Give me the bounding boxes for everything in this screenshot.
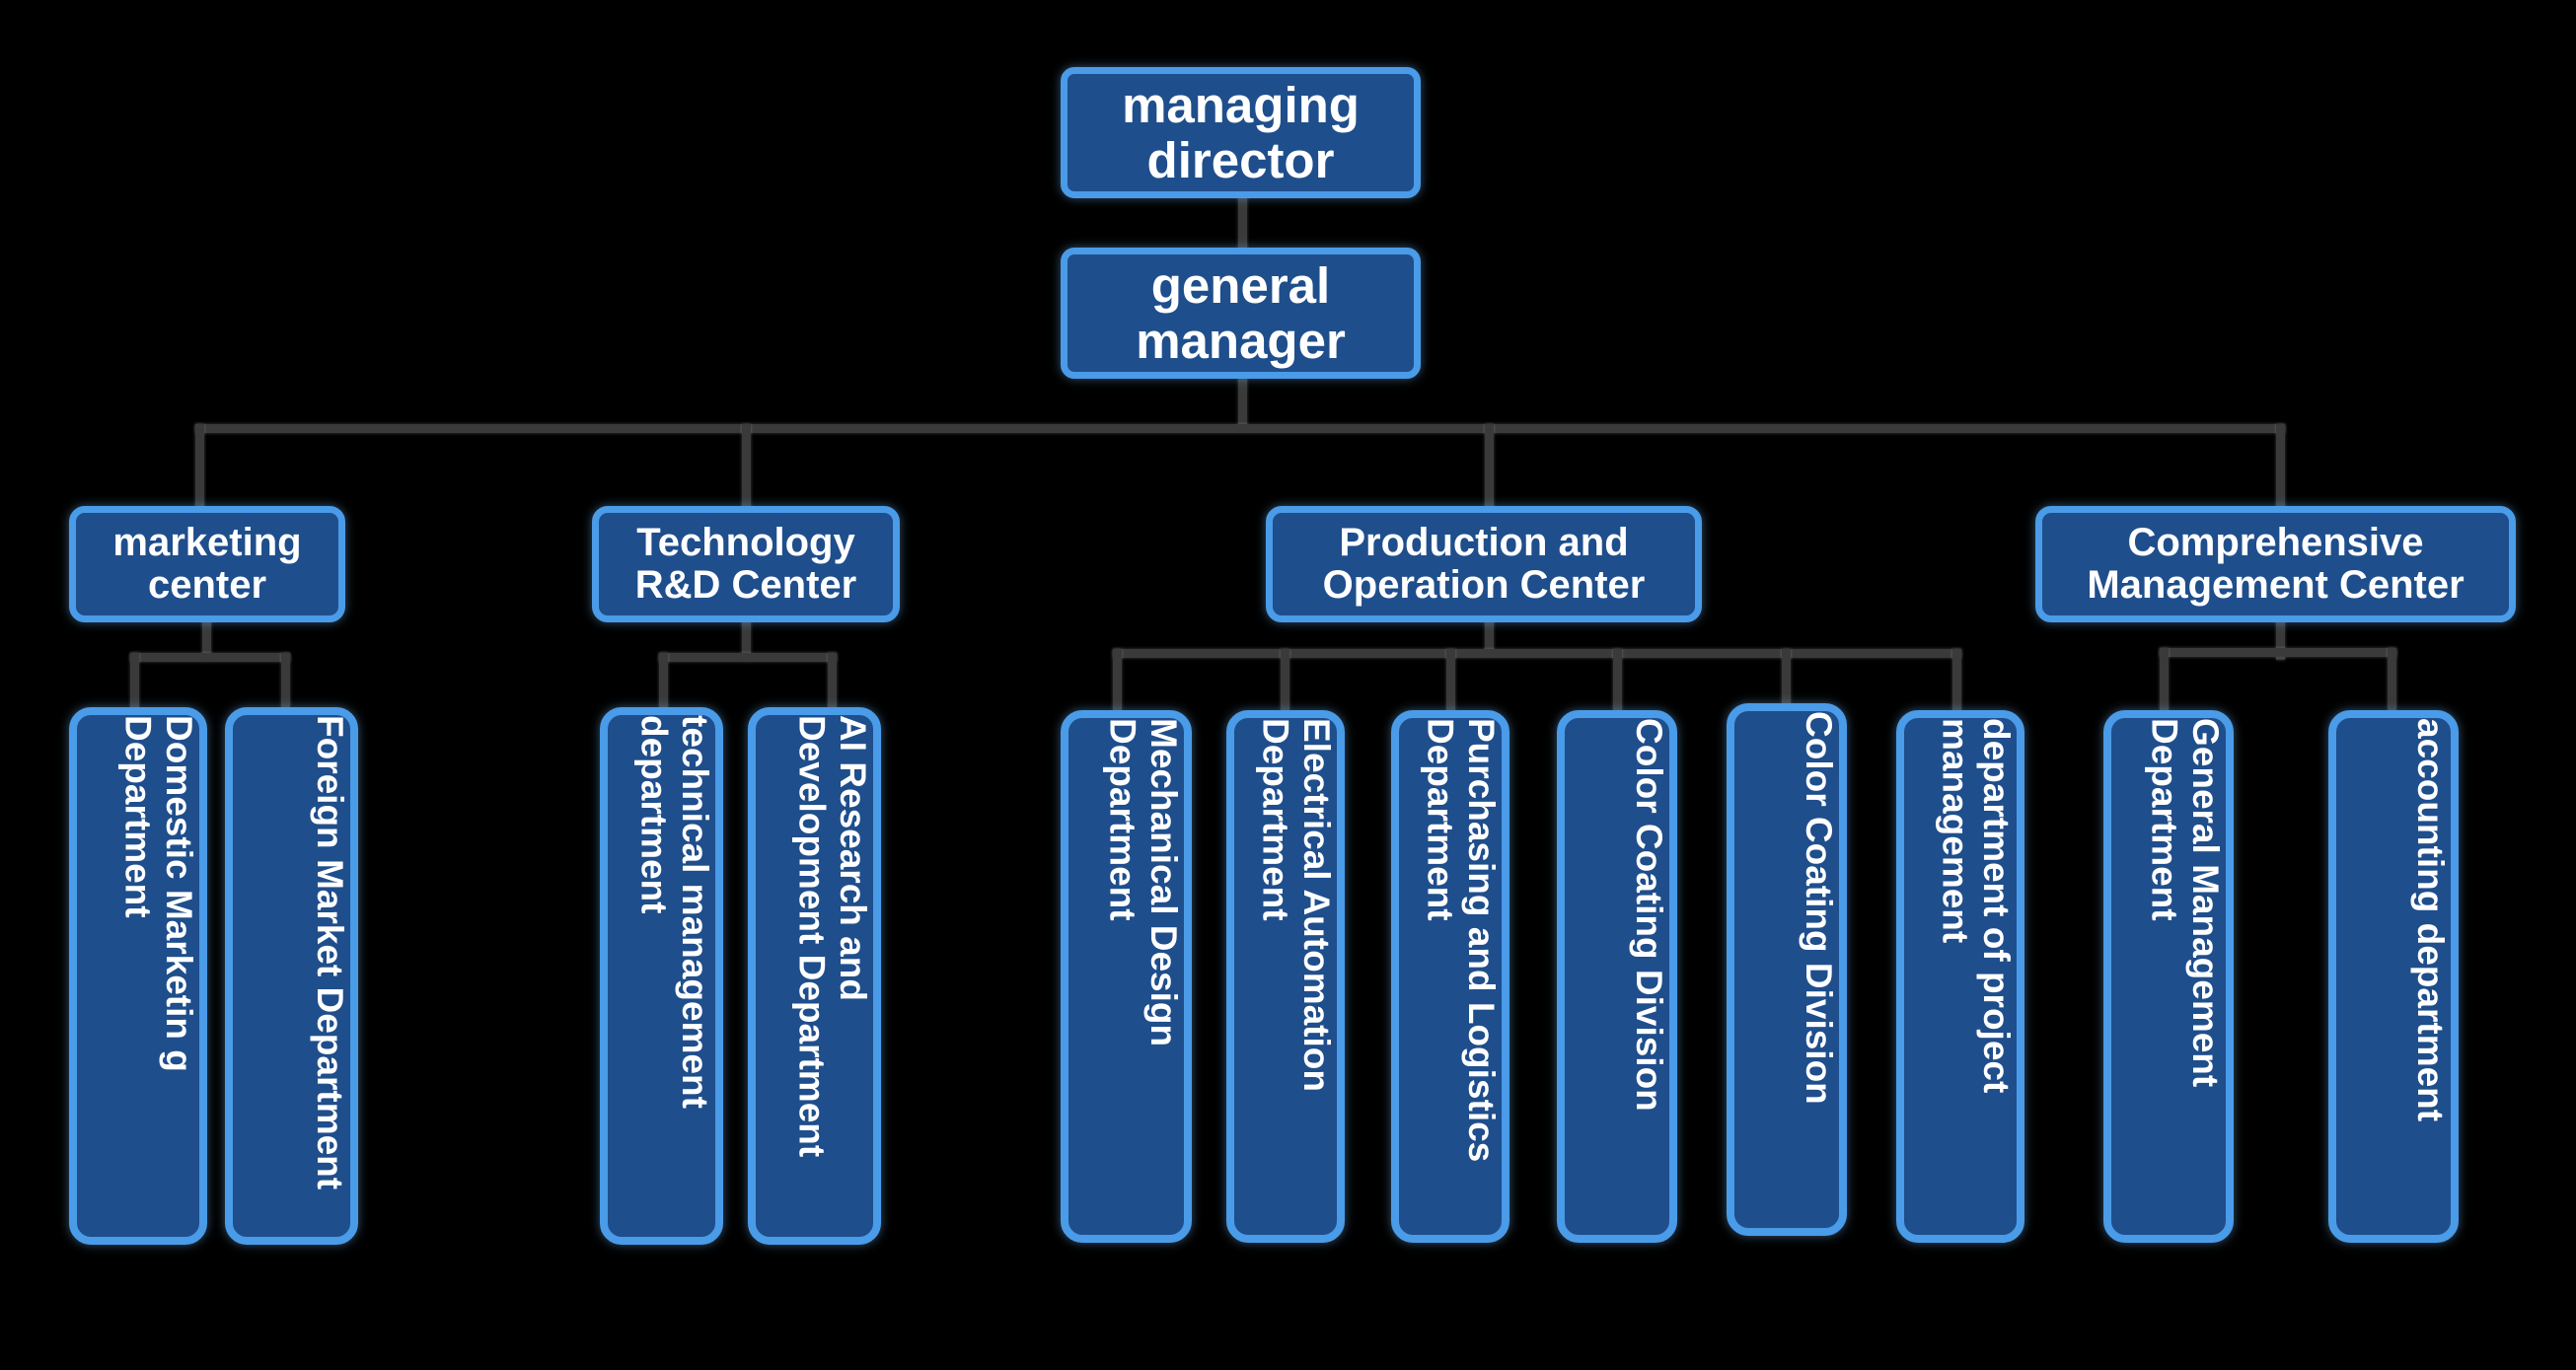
department-of-project-management-label: department of project management bbox=[1935, 718, 2017, 1094]
connector-bus-to-comprehensive bbox=[2276, 424, 2285, 512]
node-production-operation-center[interactable]: Production and Operation Center bbox=[1266, 506, 1702, 622]
mechanical-design-department-label: Mechanical Design Department bbox=[1102, 718, 1184, 1047]
node-foreign-market-department[interactable]: Foreign Market Department bbox=[225, 707, 358, 1245]
connector-production-bus bbox=[1113, 649, 1961, 658]
connector-production-to-mechanical bbox=[1113, 649, 1122, 710]
node-color-coating-division-1[interactable]: Color Coating Division bbox=[1557, 710, 1677, 1243]
node-purchasing-and-logistics-department[interactable]: Purchasing and Logistics Department bbox=[1391, 710, 1509, 1243]
domestic-marketing-department-label: Domestic Marketin g Department bbox=[117, 715, 199, 1072]
connector-technology-drop bbox=[742, 616, 751, 660]
node-general-manager[interactable]: general manager bbox=[1061, 248, 1421, 379]
color-coating-division-1-label: Color Coating Division bbox=[1629, 718, 1669, 1112]
connector-marketing-bus bbox=[130, 653, 290, 662]
connector-production-to-colorcoating-1 bbox=[1613, 649, 1622, 710]
node-color-coating-division-2[interactable]: Color Coating Division bbox=[1727, 703, 1847, 1236]
technology-rd-center-label: Technology R&D Center bbox=[634, 520, 857, 607]
connector-bus-to-production bbox=[1485, 424, 1494, 512]
node-domestic-marketing-department[interactable]: Domestic Marketin g Department bbox=[69, 707, 207, 1245]
comprehensive-management-center-label: Comprehensive Management Center bbox=[2087, 520, 2465, 607]
connector-production-to-project-management bbox=[1952, 649, 1961, 710]
node-comprehensive-management-center[interactable]: Comprehensive Management Center bbox=[2035, 506, 2516, 622]
connector-marketing-to-foreign bbox=[281, 653, 290, 707]
connector-bus-to-technology bbox=[742, 424, 751, 512]
marketing-center-label: marketing center bbox=[112, 520, 302, 607]
connector-production-to-colorcoating-2 bbox=[1782, 649, 1791, 703]
ai-research-and-development-department-label: AI Research and Development Department bbox=[791, 715, 873, 1158]
connector-comprehensive-drop bbox=[2276, 616, 2285, 660]
connector-production-drop bbox=[1485, 616, 1494, 654]
node-marketing-center[interactable]: marketing center bbox=[69, 506, 345, 622]
node-electrical-automation-department[interactable]: Electrical Automation Department bbox=[1226, 710, 1345, 1243]
connector-technology-bus bbox=[659, 653, 837, 662]
node-managing-director[interactable]: managing director bbox=[1061, 67, 1421, 198]
connector-bus-to-marketing bbox=[195, 424, 204, 512]
connector-production-to-electrical bbox=[1281, 649, 1289, 710]
node-ai-research-and-development-department[interactable]: AI Research and Development Department bbox=[748, 707, 881, 1245]
node-technology-rd-center[interactable]: Technology R&D Center bbox=[592, 506, 900, 622]
connector-comprehensive-bus bbox=[2160, 648, 2396, 657]
node-mechanical-design-department[interactable]: Mechanical Design Department bbox=[1061, 710, 1192, 1243]
connector-technology-to-ai bbox=[828, 653, 837, 707]
node-technical-management-department[interactable]: technical management department bbox=[600, 707, 723, 1245]
connector-main-bus bbox=[195, 424, 2285, 433]
general-manager-label: general manager bbox=[1136, 257, 1346, 369]
purchasing-and-logistics-department-label: Purchasing and Logistics Department bbox=[1420, 718, 1502, 1163]
connector-gm-drop bbox=[1238, 375, 1247, 428]
production-operation-center-label: Production and Operation Center bbox=[1322, 520, 1646, 607]
node-accounting-department[interactable]: accounting department bbox=[2328, 710, 2459, 1243]
node-general-management-department[interactable]: General Management Department bbox=[2103, 710, 2234, 1243]
connector-marketing-to-domestic bbox=[130, 653, 139, 707]
color-coating-division-2-label: Color Coating Division bbox=[1799, 711, 1839, 1105]
technical-management-department-label: technical management department bbox=[633, 715, 715, 1109]
node-department-of-project-management[interactable]: department of project management bbox=[1896, 710, 2024, 1243]
connector-technology-to-technical bbox=[659, 653, 668, 707]
connector-comprehensive-to-general-mgmt bbox=[2160, 648, 2169, 710]
accounting-department-label: accounting department bbox=[2410, 718, 2451, 1122]
connector-comprehensive-to-accounting bbox=[2388, 648, 2396, 710]
connector-marketing-drop bbox=[202, 616, 211, 660]
foreign-market-department-label: Foreign Market Department bbox=[310, 715, 350, 1190]
general-management-department-label: General Management Department bbox=[2144, 718, 2226, 1088]
connector-production-to-purchasing bbox=[1446, 649, 1455, 710]
managing-director-label: managing director bbox=[1122, 77, 1360, 188]
connector-md-to-gm bbox=[1238, 193, 1247, 252]
electrical-automation-department-label: Electrical Automation Department bbox=[1255, 718, 1337, 1092]
